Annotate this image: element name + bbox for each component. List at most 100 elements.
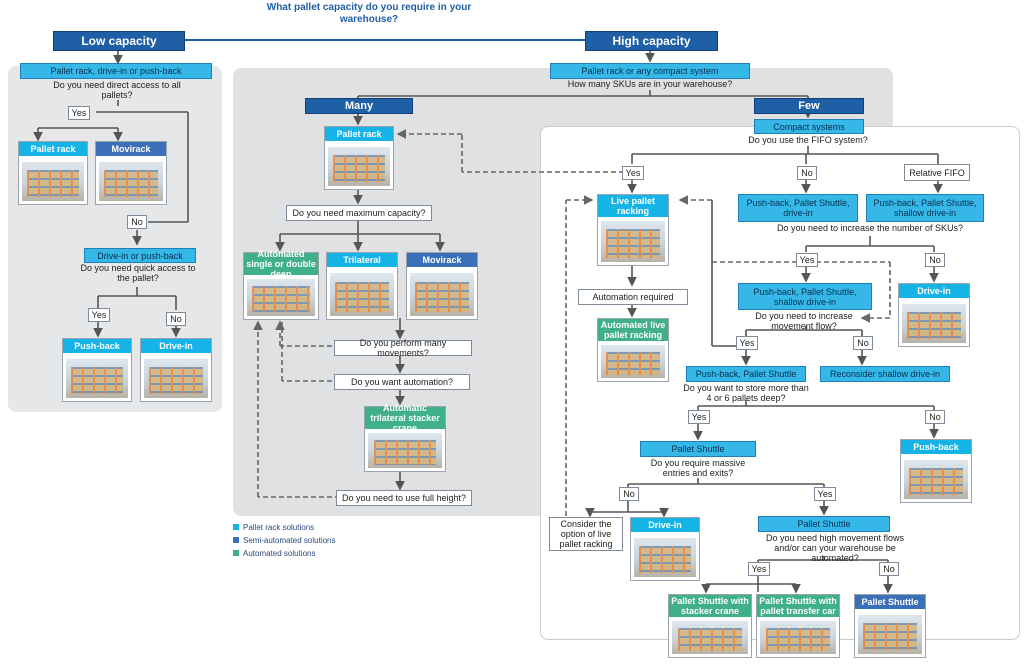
page-title: What pallet capacity do you require in y…: [266, 2, 472, 25]
low-capacity-header: Low capacity: [53, 31, 185, 51]
legend-swatch-semi: [233, 537, 239, 543]
card-image: [22, 162, 84, 201]
q-store-deep: Do you want to store more than 4 or 6 pa…: [683, 383, 809, 403]
few-header: Few: [754, 98, 864, 114]
yes-tag-deep: Yes: [688, 410, 710, 424]
card-live-pallet: Live pallet racking: [597, 194, 669, 266]
high-capacity-header: High capacity: [585, 31, 718, 51]
card-automated-single: Automated single or double deep: [243, 249, 319, 320]
card-title: Trilateral: [327, 253, 397, 267]
yes-tag-skus: Yes: [796, 253, 818, 267]
card-image: [858, 615, 922, 654]
card-ps-plain: Pallet Shuttle: [854, 594, 926, 658]
card-title: Drive-in: [899, 284, 969, 298]
pallet-shuttle-box-2: Pallet Shuttle: [758, 516, 890, 532]
card-movirack-many: Movirack: [406, 252, 478, 320]
yes-tag-fifo: Yes: [622, 166, 644, 180]
card-image: [760, 621, 836, 654]
card-title: Push-back: [901, 440, 971, 454]
no-tag-deep: No: [925, 410, 945, 424]
card-title: Pallet Shuttle with stacker crane: [669, 595, 751, 617]
card-push-back-low: Push-back: [62, 338, 132, 402]
card-title: Pallet rack: [325, 127, 393, 141]
card-image: [330, 273, 394, 316]
high-solutions-box: Pallet rack or any compact system: [550, 63, 750, 79]
q-want-automation: Do you want automation?: [334, 374, 470, 390]
legend-label-pallet: Pallet rack solutions: [243, 523, 315, 532]
card-image: [601, 221, 665, 262]
pb-ps-box: Push-back, Pallet Shuttle: [686, 366, 806, 382]
pallet-shuttle-box-1: Pallet Shuttle: [640, 441, 756, 457]
card-image: [247, 279, 315, 316]
card-image: [634, 538, 696, 577]
card-title: Automated single or double deep: [244, 249, 318, 279]
card-image: [672, 621, 748, 654]
q-increase-skus: Do you need to increase the number of SK…: [776, 223, 964, 233]
q-many-movements: Do you perform many movements?: [334, 338, 472, 358]
low-solutions-box: Pallet rack, drive-in or push-back: [20, 63, 212, 79]
automation-required-box: Automation required: [578, 289, 688, 305]
legend-swatch-auto: [233, 550, 239, 556]
legend-swatch-pallet: [233, 524, 239, 530]
card-title: Drive-in: [631, 518, 699, 532]
card-title: Pallet Shuttle with pallet transfer car: [757, 595, 839, 617]
card-pallet-rack-low: Pallet rack: [18, 141, 88, 205]
drivein-pushback-box: Drive-in or push-back: [84, 248, 196, 263]
card-drive-in-few: Drive-in: [898, 283, 970, 347]
card-image: [144, 359, 208, 398]
card-pallet-rack-many: Pallet rack: [324, 126, 394, 190]
card-ps-stacker: Pallet Shuttle with stacker crane: [668, 594, 752, 658]
card-image: [601, 345, 665, 378]
card-image: [902, 304, 966, 343]
card-ps-transfer: Pallet Shuttle with pallet transfer car: [756, 594, 840, 658]
q-massive-entries: Do you require massive entries and exits…: [650, 458, 746, 478]
compact-systems-box: Compact systems: [754, 119, 864, 134]
card-image: [410, 273, 474, 316]
q-fifo: Do you use the FIFO system?: [748, 135, 868, 145]
reconsider-box: Reconsider shallow drive-in: [820, 366, 950, 382]
legend-label-auto: Automated solutions: [243, 549, 316, 558]
many-header: Many: [305, 98, 413, 114]
card-image: [328, 147, 390, 186]
yes-tag-massive: Yes: [814, 487, 836, 501]
yes-tag-flows: Yes: [748, 562, 770, 576]
yes-tag-low-1: Yes: [68, 106, 90, 120]
card-image: [66, 359, 128, 398]
q-max-capacity: Do you need maximum capacity?: [286, 205, 432, 221]
q-quick-access: Do you need quick access to the pallet?: [80, 263, 196, 283]
no-tag-flows: No: [879, 562, 899, 576]
pb-ps-shallow-box-2: Push-back, Pallet Shuttle, shallow drive…: [738, 283, 872, 310]
card-auto-trilateral: Automatic trilateral stacker crane: [364, 403, 446, 472]
q-direct-access: Do you need direct access to all pallets…: [53, 80, 181, 100]
card-title: Pallet rack: [19, 142, 87, 156]
card-title: Automated live pallet racking: [598, 319, 668, 341]
q-high-flows: Do you need high movement flows and/or c…: [765, 533, 905, 563]
no-tag-skus: No: [925, 253, 945, 267]
card-title: Movirack: [407, 253, 477, 267]
card-title: Movirack: [96, 142, 166, 156]
yes-tag-low-2: Yes: [88, 308, 110, 322]
no-tag-massive: No: [619, 487, 639, 501]
q-full-height: Do you need to use full height?: [336, 490, 472, 506]
card-title: Automatic trilateral stacker crane: [365, 403, 445, 433]
card-auto-live-pallet: Automated live pallet racking: [597, 318, 669, 382]
card-title: Drive-in: [141, 339, 211, 353]
no-tag-flow: No: [853, 336, 873, 350]
card-image: [368, 433, 442, 468]
card-title: Live pallet racking: [598, 195, 668, 217]
q-increase-flow: Do you need to increase movement flow?: [755, 311, 853, 331]
no-tag-low-2: No: [166, 312, 186, 326]
yes-tag-flow: Yes: [736, 336, 758, 350]
pb-ps-drivein-box: Push-back, Pallet Shuttle, drive-in: [738, 194, 858, 222]
q-how-many-skus: How many SKUs are in your warehouse?: [567, 79, 733, 89]
card-drive-in-few-2: Drive-in: [630, 517, 700, 581]
card-push-back-few: Push-back: [900, 439, 972, 503]
card-drive-in-low: Drive-in: [140, 338, 212, 402]
no-tag-fifo: No: [797, 166, 817, 180]
card-image: [904, 460, 968, 499]
card-trilateral: Trilateral: [326, 252, 398, 320]
consider-live-box: Consider the option of live pallet racki…: [549, 517, 623, 551]
no-tag-low-1: No: [127, 215, 147, 229]
card-movirack-low: Movirack: [95, 141, 167, 205]
relative-fifo-box: Relative FIFO: [904, 164, 970, 181]
